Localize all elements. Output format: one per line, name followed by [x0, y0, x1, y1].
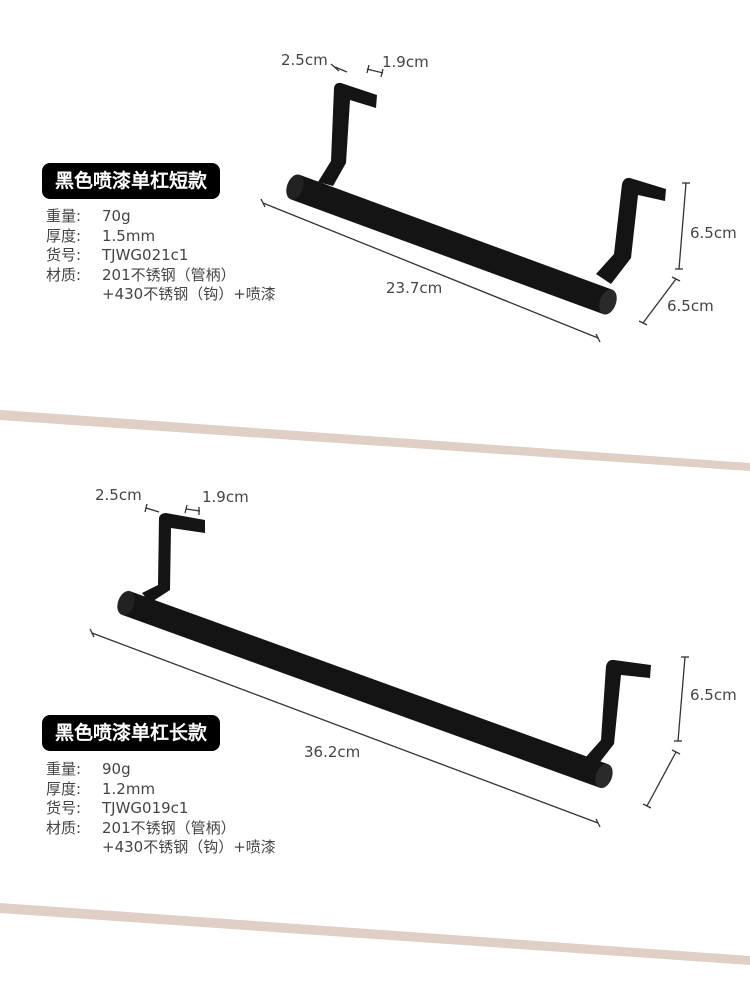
left-hook-short — [318, 82, 377, 186]
divider-stripe-top — [0, 410, 750, 471]
spec-value: TJWG021c1 — [102, 246, 189, 264]
spec-label: 货号: — [46, 246, 82, 264]
product-section-long: 2.5cm 1.9cm 36.2cm 6.5cm 黑色喷漆单杠长款 重量: 90… — [0, 440, 750, 920]
left-hook-long — [142, 513, 205, 603]
spec-row-thickness: 厚度: 1.5mm — [46, 227, 276, 247]
spec-value: 1.5mm — [102, 226, 156, 245]
spec-row-material: 材质: 201不锈钢（管柄） — [46, 819, 276, 839]
spec-value: 90g — [102, 760, 131, 778]
spec-row-item-number: 货号: TJWG021c1 — [46, 246, 276, 266]
product-section-short: 2.5cm 1.9cm 23.7cm 6.5cm 6.5cm 黑色喷漆单杠短款 … — [0, 0, 750, 410]
product-title-badge-short: 黑色喷漆单杠短款 — [42, 163, 221, 199]
spec-value: 201不锈钢（管柄） — [102, 818, 236, 837]
bar-long — [121, 591, 609, 788]
spec-label: 重量: — [46, 760, 82, 778]
spec-value: 1.2mm — [102, 779, 156, 798]
spec-label: 货号: — [46, 799, 82, 817]
dimension-lines-long — [89, 503, 689, 828]
spec-material-continuation: +430不锈钢（钩）+喷漆 — [102, 285, 276, 303]
spec-row-item-number: 货号: TJWG019c1 — [46, 799, 276, 819]
spec-label: 材质: — [46, 818, 82, 837]
towel-bar-long-illustration — [89, 503, 689, 828]
dim-hook-depth-short: 2.5cm — [281, 51, 328, 69]
spec-material-continuation: +430不锈钢（钩）+喷漆 — [102, 838, 276, 856]
dim-hook-width-short: 1.9cm — [382, 53, 429, 71]
dim-hook-width-long: 1.9cm — [202, 488, 249, 506]
dim-depth-short: 6.5cm — [667, 297, 714, 315]
towel-bar-short-illustration — [260, 63, 690, 343]
spec-row-weight: 重量: 90g — [46, 760, 276, 780]
bar-end-left-long — [117, 590, 135, 616]
spec-row-thickness: 厚度: 1.2mm — [46, 780, 276, 800]
dimension-lines-short — [260, 63, 690, 343]
spec-value: TJWG019c1 — [102, 799, 189, 817]
spec-value: 201不锈钢（管柄） — [102, 265, 236, 284]
spec-list-short: 重量: 70g 厚度: 1.5mm 货号: TJWG021c1 材质: 201不… — [46, 207, 276, 305]
dim-height-short: 6.5cm — [690, 224, 737, 242]
spec-label: 厚度: — [46, 226, 82, 245]
spec-value: 70g — [102, 207, 131, 225]
spec-label: 重量: — [46, 207, 82, 225]
divider-stripe-bottom — [0, 903, 750, 965]
dim-length-long: 36.2cm — [304, 743, 361, 761]
spec-row-weight: 重量: 70g — [46, 207, 276, 227]
dim-length-short: 23.7cm — [386, 279, 443, 297]
dim-hook-depth-long: 2.5cm — [95, 486, 142, 504]
bar-end-right-short — [599, 289, 617, 315]
spec-row-material: 材质: 201不锈钢（管柄） — [46, 266, 276, 286]
spec-label: 材质: — [46, 265, 82, 284]
bar-end-left-short — [286, 174, 304, 200]
product-title-badge-long: 黑色喷漆单杠长款 — [42, 715, 221, 751]
right-hook-long — [585, 659, 651, 767]
spec-label: 厚度: — [46, 779, 82, 798]
spec-list-long: 重量: 90g 厚度: 1.2mm 货号: TJWG019c1 材质: 201不… — [46, 760, 276, 858]
bar-end-right-long — [595, 763, 613, 789]
bar-short — [290, 174, 613, 315]
right-hook-short — [596, 177, 666, 284]
dim-height-long: 6.5cm — [690, 686, 737, 704]
